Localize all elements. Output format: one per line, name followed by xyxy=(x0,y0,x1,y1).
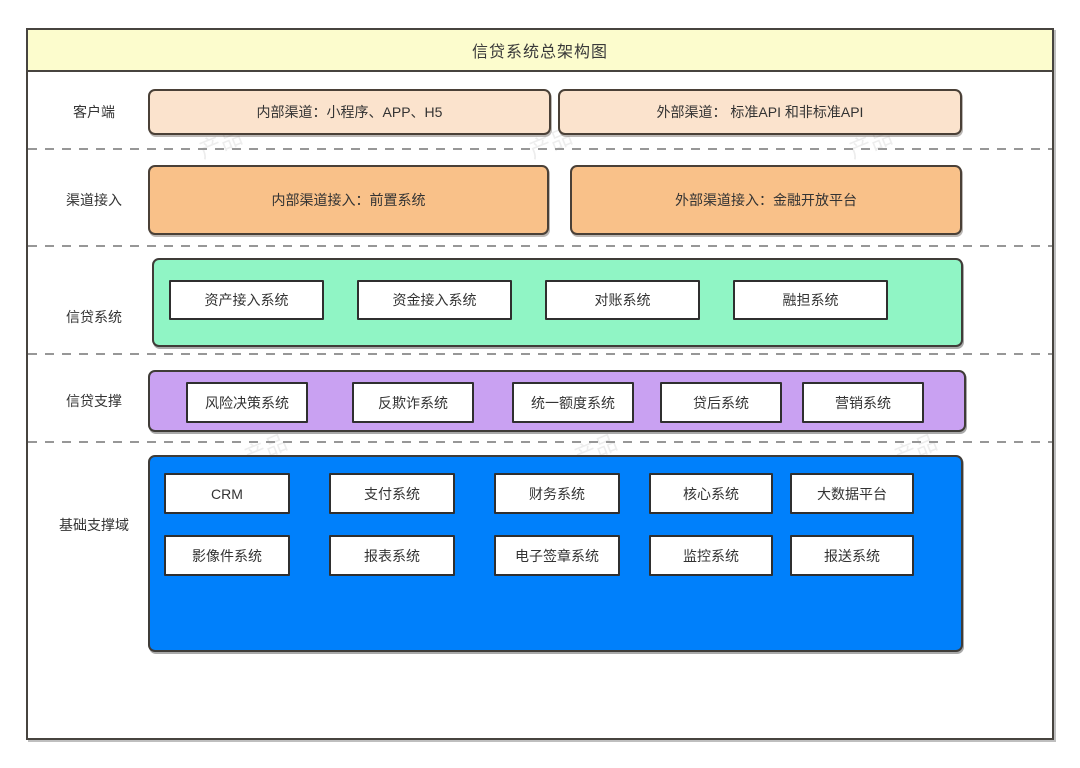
system-box-bigdata: 大数据平台 xyxy=(790,473,914,514)
system-box-guarantee: 融担系统 xyxy=(733,280,888,320)
row-separator xyxy=(28,441,1052,443)
system-box-post-loan: 贷后系统 xyxy=(660,382,782,423)
system-box-imaging: 影像件系统 xyxy=(164,535,290,576)
diagram-frame: 信贷系统总架构图 产品 产品 产品 产品 产品 产品 客户端 渠道接入 信贷系统… xyxy=(26,28,1054,740)
base-support-container: CRM 支付系统 财务系统 核心系统 大数据平台 影像件系统 报表系统 电子签章… xyxy=(148,455,963,652)
row-label-client: 客户端 xyxy=(73,104,115,120)
credit-system-container: 资产接入系统 资金接入系统 对账系统 融担系统 xyxy=(152,258,963,347)
system-box-payment: 支付系统 xyxy=(329,473,455,514)
row-label-channel: 渠道接入 xyxy=(66,192,122,208)
channel-internal-access-box: 内部渠道接入：前置系统 xyxy=(148,165,549,235)
client-external-channel-box: 外部渠道： 标准API 和非标准API xyxy=(558,89,962,135)
system-box-risk-decision: 风险决策系统 xyxy=(186,382,308,423)
system-box-marketing: 营销系统 xyxy=(802,382,924,423)
system-box-report: 报表系统 xyxy=(329,535,455,576)
system-box-quota: 统一额度系统 xyxy=(512,382,634,423)
row-separator xyxy=(28,245,1052,247)
system-box-asset-access: 资产接入系统 xyxy=(169,280,324,320)
credit-support-container: 风险决策系统 反欺诈系统 统一额度系统 贷后系统 营销系统 xyxy=(148,370,966,432)
system-box-core: 核心系统 xyxy=(649,473,773,514)
row-label-base: 基础支撑域 xyxy=(59,517,129,533)
row-label-credit: 信贷系统 xyxy=(66,309,122,325)
system-box-crm: CRM xyxy=(164,473,290,514)
system-box-submission: 报送系统 xyxy=(790,535,914,576)
client-internal-channel-box: 内部渠道：小程序、APP、H5 xyxy=(148,89,551,135)
system-box-finance: 财务系统 xyxy=(494,473,620,514)
diagram-title: 信贷系统总架构图 xyxy=(28,30,1052,72)
system-box-fund-access: 资金接入系统 xyxy=(357,280,512,320)
channel-external-access-box: 外部渠道接入：金融开放平台 xyxy=(570,165,962,235)
system-box-anti-fraud: 反欺诈系统 xyxy=(352,382,474,423)
system-box-reconcile: 对账系统 xyxy=(545,280,700,320)
row-separator xyxy=(28,148,1052,150)
system-box-monitoring: 监控系统 xyxy=(649,535,773,576)
row-label-support: 信贷支撑 xyxy=(66,393,122,409)
row-separator xyxy=(28,353,1052,355)
system-box-esign: 电子签章系统 xyxy=(494,535,620,576)
